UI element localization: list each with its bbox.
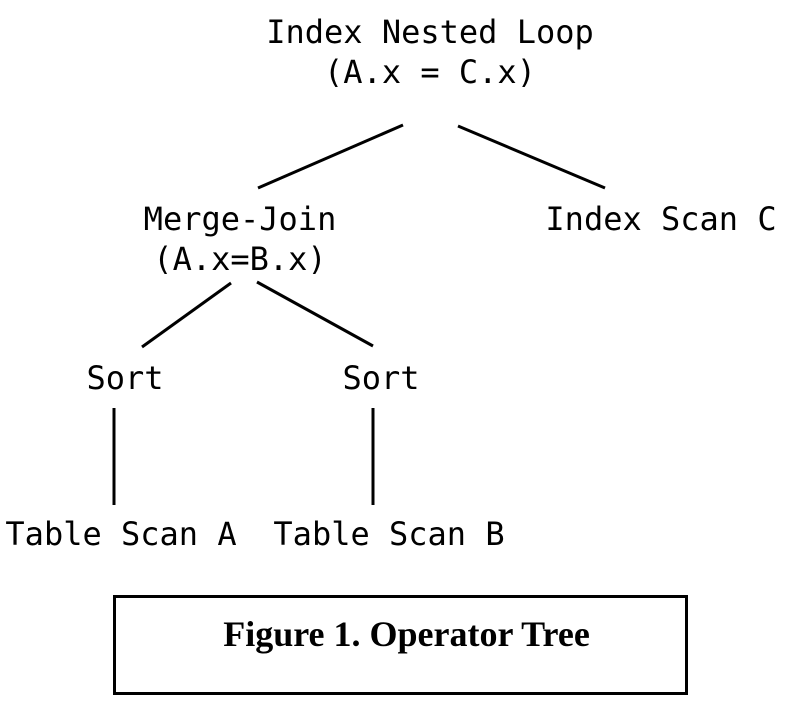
edge-merge-join-to-sort-a	[141, 281, 232, 349]
node-predicate: (A.x=B.x)	[153, 240, 327, 278]
tree-node-index-scan-c: Index Scan C	[545, 199, 776, 239]
node-label: Sort	[342, 359, 420, 397]
edge-root-to-index-scan-c	[457, 124, 606, 190]
tree-node-sort-a: Sort	[86, 358, 163, 398]
node-label: Index Scan C	[545, 200, 777, 238]
edge-merge-join-to-sort-b	[256, 280, 374, 348]
tree-node-merge-join: Merge-Join (A.x=B.x)	[144, 199, 337, 279]
figure-caption-box: Figure 1. Operator Tree	[113, 595, 688, 695]
tree-node-table-scan-b: Table Scan B	[273, 514, 504, 554]
node-label: Table Scan B	[273, 515, 505, 553]
tree-node-table-scan-a: Table Scan A	[5, 514, 236, 554]
node-label: Index Nested Loop	[266, 13, 594, 51]
node-label: Table Scan A	[5, 515, 237, 553]
tree-node-sort-b: Sort	[342, 358, 419, 398]
edge-root-to-merge-join	[257, 123, 404, 190]
tree-node-index-nested-loop: Index Nested Loop (A.x = C.x)	[266, 12, 594, 92]
node-label: Sort	[86, 359, 164, 397]
node-label: Merge-Join	[143, 200, 337, 238]
node-predicate: (A.x = C.x)	[324, 53, 536, 91]
figure-caption: Figure 1. Operator Tree	[223, 614, 590, 654]
